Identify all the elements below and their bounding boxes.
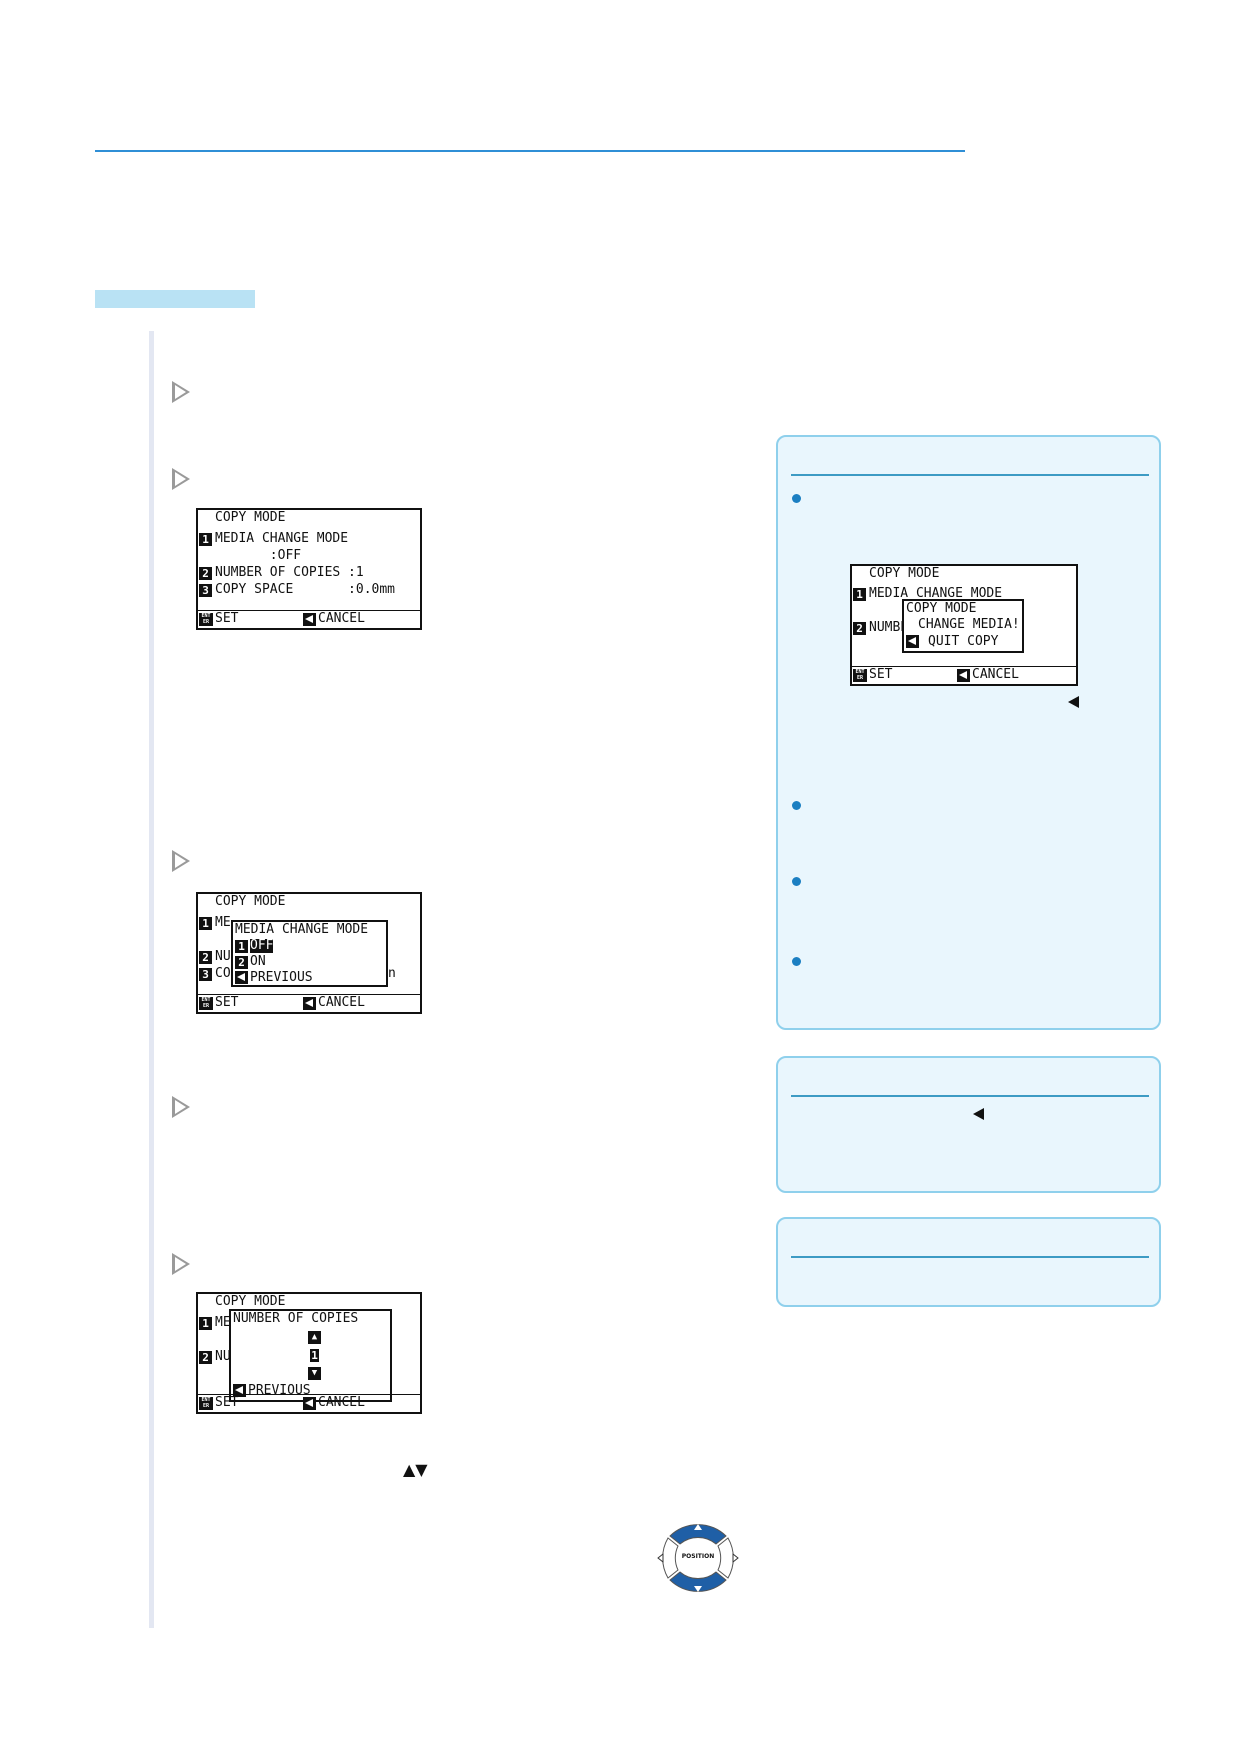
lcd-row-media-change: MEDIA CHANGE MODE: [869, 586, 1003, 601]
popup-message: CHANGE MEDIA!: [918, 617, 1020, 632]
key-2-icon: 2: [199, 1351, 212, 1364]
key-2-icon: 2: [235, 956, 248, 969]
lcd-title: COPY MODE: [215, 1294, 286, 1309]
key-2-icon: 2: [853, 622, 866, 635]
section-marker: [95, 290, 255, 308]
lcd-row-partial: ME: [215, 915, 231, 930]
note-box-2: [776, 1056, 1161, 1193]
enter-key-icon: ENT ER: [853, 669, 867, 682]
bullet-icon: [792, 877, 801, 886]
lcd-change-media-screen: COPY MODE 1 MEDIA CHANGE MODE 2 NUMBE CO…: [850, 564, 1078, 686]
lcd-copy-mode-screen: COPY MODE 1 MEDIA CHANGE MODE :OFF 2 NUM…: [196, 508, 422, 630]
lcd-footer: ENT ER SET CANCEL: [198, 610, 420, 628]
left-arrow-key-icon: [233, 1384, 246, 1397]
note-box-rule: [791, 474, 1149, 476]
key-1-icon: 1: [199, 917, 212, 930]
lcd-set-label: SET: [215, 995, 239, 1010]
key-2-icon: 2: [199, 567, 212, 580]
lcd-popup-number-of-copies: NUMBER OF COPIES ▲ 1 ▼ PREVIOUS: [229, 1309, 392, 1402]
left-arrow-glyph-icon: [1068, 696, 1079, 708]
bullet-icon: [792, 494, 801, 503]
note-box-3: [776, 1217, 1161, 1307]
option-off-selected: OFF: [250, 938, 274, 953]
copies-value: 1: [310, 1349, 319, 1362]
lcd-set-label: SET: [215, 611, 239, 626]
lcd-footer: ENT ER SET CANCEL: [198, 994, 420, 1012]
down-arrow-key-icon: ▼: [308, 1367, 321, 1380]
header-rule: [95, 150, 965, 152]
lcd-row-partial: CO: [215, 966, 231, 981]
lcd-popup-media-change-mode: MEDIA CHANGE MODE 1 OFF 2 ON PREVIOUS: [231, 920, 388, 987]
left-arrow-key-icon: [957, 669, 970, 682]
left-arrow-key-icon: [303, 997, 316, 1010]
enter-key-icon: ENT ER: [199, 1397, 213, 1410]
position-keys-icon: [657, 1524, 739, 1592]
step-marker-icon: [172, 468, 190, 490]
lcd-set-label: SET: [869, 667, 893, 682]
note-box-1: COPY MODE 1 MEDIA CHANGE MODE 2 NUMBE CO…: [776, 435, 1161, 1030]
lcd-title: COPY MODE: [215, 894, 286, 909]
lcd-media-change-mode-screen: COPY MODE 1 ME 2 NU 3 CO n MEDIA CHANGE …: [196, 892, 422, 1014]
lcd-row-partial: n: [388, 966, 396, 981]
lcd-row-media-change: MEDIA CHANGE MODE: [215, 531, 349, 546]
lcd-row-copy-space: COPY SPACE :0.0mm: [215, 582, 396, 597]
lcd-row-partial: NU: [215, 949, 231, 964]
step-marker-icon: [172, 1096, 190, 1118]
step-guide-line: [149, 331, 154, 1628]
popup-title: COPY MODE: [906, 601, 977, 616]
lcd-cancel-label: CANCEL: [972, 667, 1019, 682]
lcd-cancel-label: CANCEL: [318, 1395, 365, 1410]
enter-key-icon: ENT ER: [199, 997, 213, 1010]
lcd-cancel-label: CANCEL: [318, 611, 365, 626]
option-previous: PREVIOUS: [250, 970, 313, 985]
lcd-cancel-label: CANCEL: [318, 995, 365, 1010]
position-label: POSITION: [681, 1553, 715, 1560]
lcd-set-label: SET: [215, 1395, 239, 1410]
bullet-icon: [792, 957, 801, 966]
step-marker-icon: [172, 1253, 190, 1275]
lcd-row-partial: ME: [215, 1315, 231, 1330]
popup-title: NUMBER OF COPIES: [233, 1311, 359, 1326]
key-3-icon: 3: [199, 584, 212, 597]
option-quit-copy: QUIT COPY: [928, 634, 999, 649]
popup-title: MEDIA CHANGE MODE: [235, 922, 369, 937]
left-arrow-key-icon: [303, 1397, 316, 1410]
lcd-footer: ENT ER SET CANCEL: [852, 666, 1076, 684]
key-1-icon: 1: [199, 533, 212, 546]
key-2-icon: 2: [199, 951, 212, 964]
lcd-row-partial: NU: [215, 1349, 231, 1364]
up-down-arrow-keys-icon: ▲▼: [403, 1460, 428, 1479]
lcd-popup-change-media: COPY MODE CHANGE MEDIA! QUIT COPY: [902, 599, 1024, 653]
left-arrow-key-icon: [906, 635, 919, 648]
note-box-rule: [791, 1256, 1149, 1258]
lcd-row-number-of-copies: NUMBER OF COPIES :1: [215, 565, 364, 580]
bullet-icon: [792, 801, 801, 810]
lcd-row-partial: NUMBE: [869, 620, 909, 635]
lcd-title: COPY MODE: [869, 566, 940, 581]
key-3-icon: 3: [199, 968, 212, 981]
lcd-row-media-change-value: :OFF: [215, 548, 302, 563]
key-1-icon: 1: [853, 588, 866, 601]
option-on: ON: [250, 954, 266, 969]
lcd-number-of-copies-screen: COPY MODE 1 ME 2 NU NUMBER OF COPIES ▲ 1…: [196, 1292, 422, 1414]
up-arrow-key-icon: ▲: [308, 1331, 321, 1344]
left-arrow-glyph-icon: [973, 1108, 984, 1120]
step-marker-icon: [172, 850, 190, 872]
lcd-footer: ENT ER SET CANCEL: [198, 1394, 420, 1412]
key-1-icon: 1: [235, 940, 248, 953]
left-arrow-key-icon: [235, 971, 248, 984]
left-arrow-key-icon: [303, 613, 316, 626]
note-box-rule: [791, 1095, 1149, 1097]
lcd-title: COPY MODE: [215, 510, 286, 525]
step-marker-icon: [172, 381, 190, 403]
key-1-icon: 1: [199, 1317, 212, 1330]
enter-key-icon: ENT ER: [199, 613, 213, 626]
